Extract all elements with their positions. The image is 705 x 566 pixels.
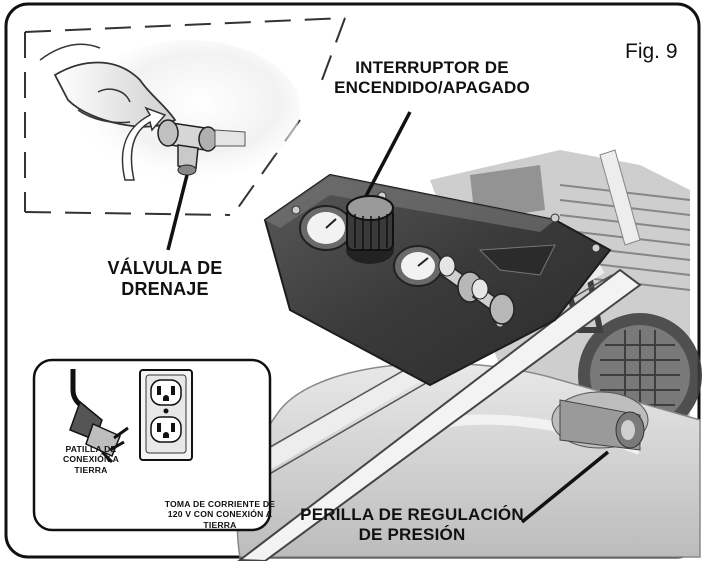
drain-valve-label-line: DRENAJE: [121, 279, 209, 300]
outlet-icon: [139, 369, 193, 461]
power-knob-icon: [346, 195, 394, 264]
ground-pin-label-line: CONEXIÓN A: [62, 454, 120, 465]
figure-number: Fig. 9: [625, 40, 678, 63]
pressure-knob-label: PERILLA DE REGULACIÓN DE PRESIÓN: [282, 505, 542, 545]
outlet-label-line: TOMA DE CORRIENTE DE: [164, 499, 276, 509]
plug-icon: [69, 369, 129, 464]
drain-detail-inset: [24, 17, 346, 216]
outlet-label: TOMA DE CORRIENTE DE 120 V CON CONEXIÓN …: [150, 499, 290, 530]
rotation-arrow-icon: [121, 106, 167, 181]
leader-lines: [166, 111, 610, 524]
pressure-knob-label-line: PERILLA DE REGULACIÓN: [300, 505, 524, 524]
pressure-gauge-icon: [393, 245, 443, 287]
power-switch-label: INTERRUPTOR DE ENCENDIDO/APAGADO: [322, 58, 542, 98]
hand-icon: [39, 43, 177, 128]
outlet-label-line: TIERRA: [203, 519, 237, 530]
pressure-gauge-icon: [299, 205, 353, 251]
ground-pin-label-line: TIERRA: [74, 464, 108, 475]
plug-outlet-inset: [32, 358, 272, 532]
pressure-knob-label-line: DE PRESIÓN: [358, 525, 466, 545]
power-switch-label-line: INTERRUPTOR DE: [355, 58, 509, 77]
ground-pin-label-line: PATILLA DE: [65, 444, 117, 454]
ground-pin-label: PATILLA DE CONEXIÓN A TIERRA: [46, 444, 136, 475]
outlet-label-line: 120 V CON CONEXIÓN A: [167, 509, 273, 520]
quick-coupler-icon: [471, 278, 515, 325]
power-switch-label-line: ENCENDIDO/APAGADO: [334, 78, 530, 98]
control-panel: [263, 173, 612, 387]
drain-valve-label-line: VÁLVULA DE: [107, 258, 223, 278]
pressure-regulator: [551, 391, 649, 451]
drain-valve-label: VÁLVULA DE DRENAJE: [90, 258, 240, 300]
drain-valve-icon: [157, 119, 246, 176]
